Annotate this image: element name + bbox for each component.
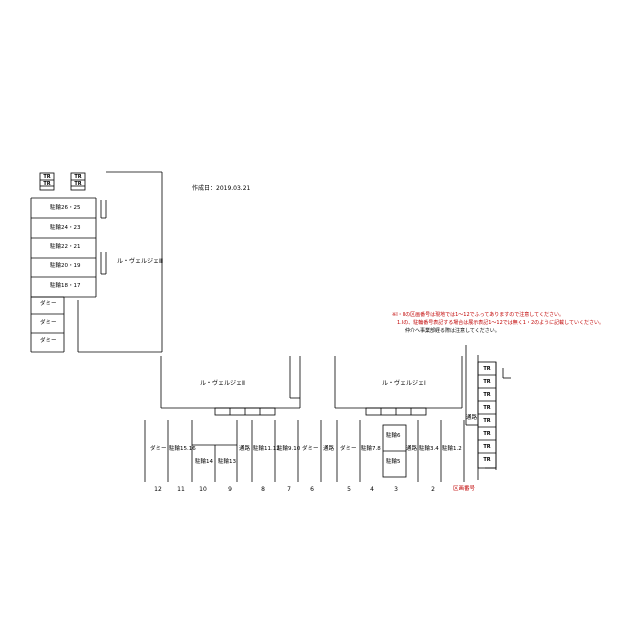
dummy-label: ダミー: [40, 320, 57, 326]
space-label: 駐輪18・17: [50, 283, 81, 289]
space-label: 駐輪26・25: [50, 205, 81, 211]
transformer-box-1: [39, 172, 55, 191]
tr-label: TR: [483, 392, 491, 398]
space-number: 7: [287, 486, 291, 493]
tr-label: TR: [483, 444, 491, 450]
space-number: 4: [370, 486, 374, 493]
note-line: 1.Ⅰの、駐輪番号表記する場合は展示表記1～12では無く1・2のように記載してい…: [397, 320, 605, 326]
aisle-label: 通路: [323, 446, 335, 452]
space-label: ダミー: [340, 446, 357, 452]
space-label: 駐輪22・21: [50, 244, 81, 250]
tr-label: TR: [43, 181, 51, 187]
space-label: 駐輪11.12: [253, 446, 280, 452]
building-name: ル・ヴェルジェⅠ: [382, 380, 426, 387]
note-line: ※Ⅰ・Ⅱの区画番号は現地では1～12でふってありますので注意してください。: [392, 312, 564, 318]
space-label: 駐輪13: [218, 459, 236, 465]
building-name: ル・ヴェルジェⅡ: [200, 380, 245, 387]
space-label: 駐輪7.8: [361, 446, 381, 452]
space-label: 駐輪15.16: [169, 446, 196, 452]
space-label: 駐輪14: [195, 459, 213, 465]
legend-label: 区画番号: [453, 486, 476, 492]
space-label: 駐輪20・19: [50, 263, 81, 269]
space-number: 3: [394, 486, 398, 493]
tr-label: TR: [483, 457, 491, 463]
aisle-label: 通路: [466, 415, 478, 421]
tr-label: TR: [483, 366, 491, 372]
note-line: 仲介へ事業部経る際は注意してください。: [405, 328, 500, 334]
space-label: ダミー: [302, 446, 319, 452]
space-number: 5: [347, 486, 351, 493]
space-number: 2: [431, 486, 435, 493]
aisle-label: 通路: [406, 446, 418, 452]
space-label: 駐輪24・23: [50, 225, 81, 231]
created-date: 作成日：2019.03.21: [192, 185, 251, 192]
space-number: 9: [228, 486, 232, 493]
space-label: ダミー: [150, 446, 167, 452]
dummy-label: ダミー: [40, 301, 57, 307]
aisle-label: 通路: [239, 446, 251, 452]
tr-label: TR: [483, 405, 491, 411]
dummy-label: ダミー: [40, 338, 57, 344]
tr-label: TR: [74, 181, 82, 187]
tr-label: TR: [483, 418, 491, 424]
space-number: 8: [261, 486, 265, 493]
tr-label: TR: [483, 379, 491, 385]
space-number: 6: [310, 486, 314, 493]
transformer-box-2: [70, 172, 86, 191]
tr-label: TR: [74, 174, 82, 180]
space-number: 11: [177, 486, 185, 493]
space-label: 駐輪3.4: [419, 446, 439, 452]
space-label: 駐輪5: [386, 459, 401, 465]
space-number: 10: [199, 486, 207, 493]
space-label: 駐輪6: [386, 433, 401, 439]
space-label: 駐輪9.10: [277, 446, 301, 452]
space-number: 12: [154, 486, 162, 493]
space-label: 駐輪1.2: [442, 446, 462, 452]
tr-label: TR: [483, 431, 491, 437]
tr-label: TR: [43, 174, 51, 180]
building-name: ル・ヴェルジェⅢ: [117, 258, 164, 265]
